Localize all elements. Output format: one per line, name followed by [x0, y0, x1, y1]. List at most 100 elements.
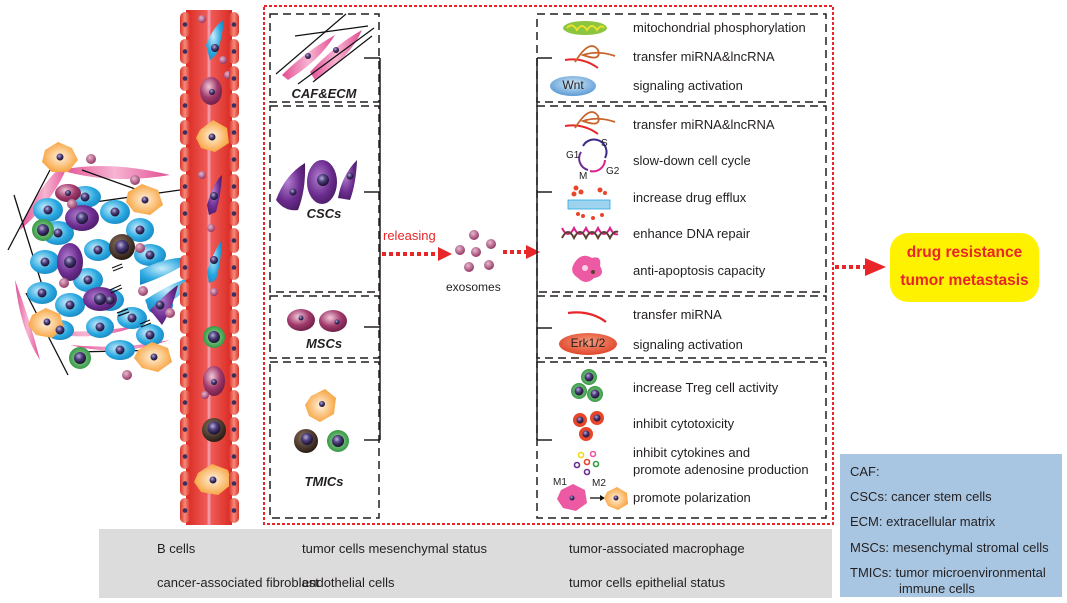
endothelial-nucleus [182, 346, 188, 351]
endothelial-nucleus [231, 184, 237, 189]
mesenchymal-stromal-cells-icon [287, 309, 347, 332]
cell-cycle-icon [578, 138, 608, 173]
endothelial-nucleus [182, 211, 188, 216]
endothelial-nucleus [182, 481, 188, 486]
endothelial-nucleus [182, 319, 188, 324]
endothelial-nucleus [231, 22, 237, 27]
endothelial-nucleus [231, 103, 237, 108]
endothelial-nucleus [231, 130, 237, 135]
source-label-cscs: CSCs [306, 206, 342, 221]
erk-badge-icon [559, 333, 617, 355]
effect-promote-polarization: promote polarization [633, 490, 751, 505]
endothelial-nucleus [231, 265, 237, 270]
endothelial-nucleus [231, 319, 237, 324]
endothelial-nucleus [231, 427, 237, 432]
exosomes-label: exosomes [446, 280, 501, 294]
exosomes-icon [455, 230, 496, 272]
effect-wnt-signaling: signaling activation [633, 78, 743, 93]
wnt-badge-icon [550, 76, 596, 96]
abbr-mscs: MSCs: mesenchymal stromal cells [850, 540, 1049, 555]
effect-inhibit-cytokines: inhibit cytokines and [633, 445, 751, 460]
m1-label: M1 [553, 477, 567, 488]
phase-m: M [579, 171, 588, 182]
cancer-stem-cells-icon [276, 160, 357, 211]
endothelial-nucleus [182, 238, 188, 243]
drug-efflux-icon [567, 185, 611, 220]
legend-b-cells: B cells [157, 541, 196, 556]
effect-dna-repair: enhance DNA repair [633, 226, 751, 241]
endothelial-nucleus [182, 292, 188, 297]
phase-g2: G2 [606, 166, 620, 177]
effect-drug-efflux: increase drug efflux [633, 190, 747, 205]
effect-msc-transfer-mirna: transfer miRNA [633, 307, 722, 322]
endothelial-nucleus [182, 49, 188, 54]
effect-erk-signaling: signaling activation [633, 337, 743, 352]
abbr-caf: CAF: [850, 464, 880, 479]
endothelial-nucleus [231, 373, 237, 378]
legend-fibroblast: cancer-associated fibroblast [157, 575, 319, 590]
exosome-delivery-arrow [503, 245, 540, 259]
source-label-caf: CAF&ECM [291, 86, 357, 101]
endothelial-nucleus [182, 265, 188, 270]
outcome-arrow [835, 258, 886, 276]
effect-treg-activity: increase Treg cell activity [633, 380, 779, 395]
releasing-arrow [382, 247, 452, 261]
endothelial-nucleus [231, 508, 237, 513]
source-box-caf [269, 13, 380, 103]
legend-macrophage: tumor-associated macrophage [569, 541, 745, 556]
effects-box-mscs [536, 295, 827, 359]
outcome-tumor-metastasis: tumor metastasis [900, 272, 1029, 289]
source-bracket [364, 57, 381, 441]
phase-g1: G1 [566, 150, 580, 161]
erk-badge-label: Erk1/2 [570, 336, 606, 350]
endothelial-nucleus [182, 373, 188, 378]
effect-mitochondrial-phosphorylation: mitochondrial phosphorylation [633, 20, 806, 35]
effect-inhibit-cytotoxicity: inhibit cytotoxicity [633, 416, 735, 431]
legend-mesenchymal-tumor-cells: tumor cells mesenchymal status [302, 541, 487, 556]
endothelial-nucleus [182, 427, 188, 432]
legend-endothelial: endothelial cells [302, 575, 395, 590]
immune-cells-icon [294, 389, 349, 453]
legend-epithelial-tumor-cells: tumor cells epithelial status [569, 575, 726, 590]
effects-box-cscs [536, 105, 827, 293]
rna-strand-icon [564, 111, 616, 135]
endothelial-nucleus [231, 238, 237, 243]
fibroblast-with-ecm-icon [275, 13, 375, 85]
blood-vessel-illustration [186, 10, 232, 525]
source-label-mscs: MSCs [305, 336, 343, 351]
endothelial-nucleus [231, 481, 237, 486]
abbr-tmics: TMICs: tumor microenvironmental [850, 565, 1046, 580]
endothelial-nucleus [231, 346, 237, 351]
effect-promote-adenosine: promote adenosine production [633, 462, 809, 477]
abbr-ecm: ECM: extracellular matrix [850, 514, 996, 529]
wnt-badge-label: Wnt [562, 78, 584, 92]
source-box-mscs [269, 295, 380, 359]
abbr-tmics-cont: immune cells [899, 581, 975, 596]
dna-helix-icon [561, 225, 619, 241]
effects-box-caf [536, 13, 827, 103]
abbreviations-panel: CAF: CSCs: cancer stem cells ECM: extrac… [840, 454, 1062, 597]
mitochondrion-icon [563, 21, 607, 35]
exosome-pathway-frame [263, 5, 834, 525]
effects-box-tmics [536, 361, 827, 519]
endothelial-nucleus [182, 76, 188, 81]
apoptosis-icon [572, 255, 602, 282]
phase-s: S [601, 138, 608, 149]
outcome-badge: drug resistance tumor metastasis [890, 233, 1039, 302]
mirna-strand-icon [567, 311, 607, 323]
cell-legend [99, 529, 832, 598]
endothelial-nucleus [182, 157, 188, 162]
m2-label: M2 [592, 478, 606, 489]
macrophage-polarization-icon [557, 484, 628, 511]
endothelial-nucleus [182, 400, 188, 405]
endothelial-nucleus [231, 292, 237, 297]
endothelial-nucleus [182, 508, 188, 513]
endothelial-nucleus [231, 76, 237, 81]
cytokines-icon [573, 450, 600, 476]
endothelial-nucleus [182, 184, 188, 189]
endothelial-nucleus [231, 157, 237, 162]
effect-csc-transfer-rna: transfer miRNA&lncRNA [633, 117, 775, 132]
effect-slow-cell-cycle: slow-down cell cycle [633, 153, 751, 168]
